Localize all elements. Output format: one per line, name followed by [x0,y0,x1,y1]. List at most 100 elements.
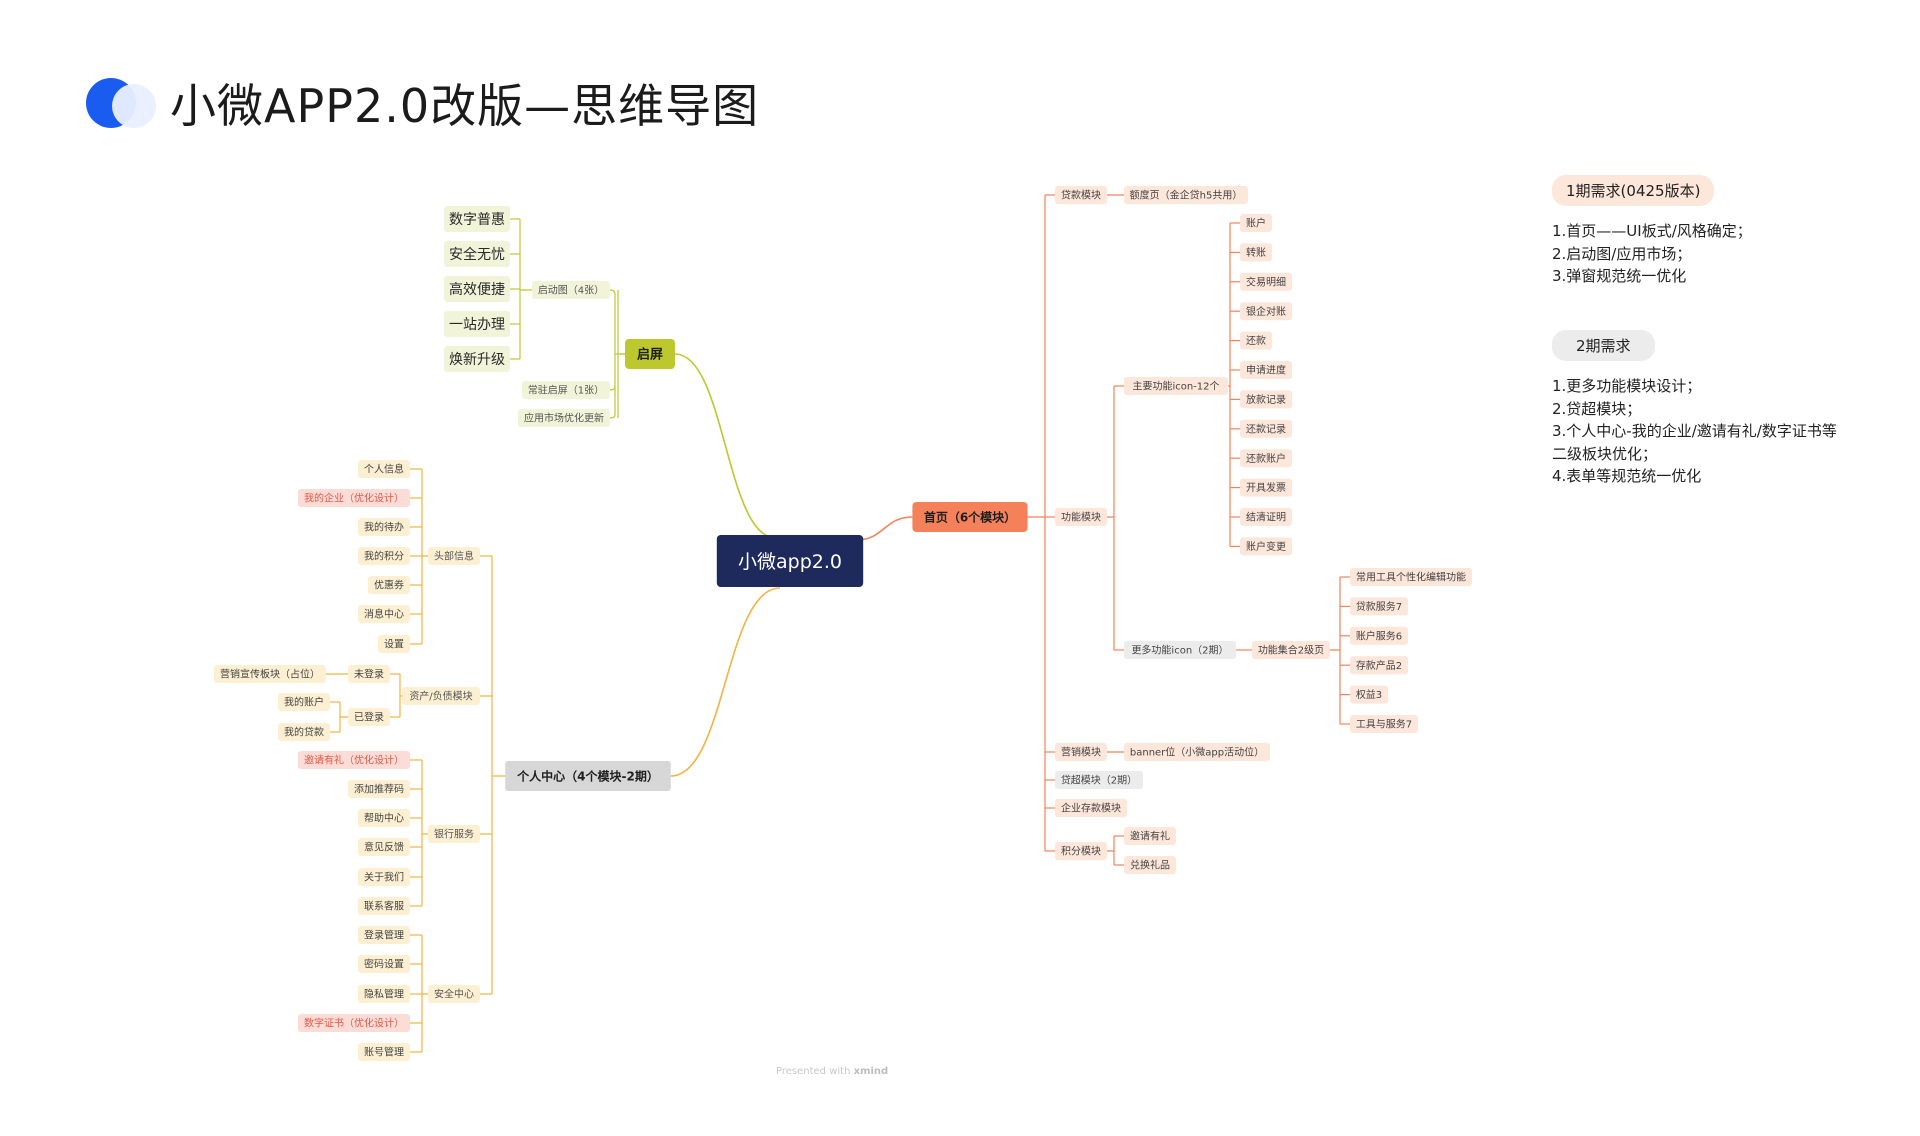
home-group: 贷超模块（2期） [1055,771,1143,789]
connector-line [421,760,428,906]
node-box [444,241,510,267]
personal-item: 个人信息 [358,460,410,478]
home-item: 放款记录 [1240,390,1292,409]
node-box [428,547,480,565]
startup-item: 焕新升级 [444,346,510,372]
app-logo-icon [86,78,156,130]
home-item: 账户服务6 [1350,626,1408,645]
node-label: 消息中心 [364,608,404,621]
node-label: 交易明细 [1246,275,1286,288]
home-item: 兑换礼品 [1124,856,1176,874]
personal-item: 数字证书（优化设计） [298,1014,410,1032]
home-item: 账户变更 [1240,537,1292,556]
node-box [532,281,610,299]
node-box [278,723,330,741]
personal-item: 我的企业（优化设计） [298,489,410,507]
node-box [1240,361,1292,379]
requirement-line: 2.启动图/应用市场； [1552,244,1692,263]
node-label: 优惠券 [374,579,404,592]
connector-line [421,469,428,644]
node-label: 申请进度 [1246,364,1286,377]
node-label: 头部信息 [434,550,474,563]
node-box [214,665,326,683]
node-box [1124,743,1270,761]
node-label: 账户变更 [1246,540,1286,553]
node-label: 我的积分 [364,550,404,563]
node-box [358,985,410,1003]
home-item: 银企对账 [1240,302,1292,321]
home-group: 企业存款模块 [1055,799,1127,817]
node-label: 兑换礼品 [1130,859,1170,872]
node-box [1055,771,1143,789]
node-label: 我的待办 [364,521,404,534]
node-label: 还款账户 [1246,452,1286,465]
node-box [1124,827,1176,845]
node-label: 额度页（金企贷h5共用） [1130,189,1243,202]
node-box [1240,508,1292,526]
node-box [358,518,410,536]
requirements-phase-1-tag: 1期需求(0425版本) [1552,175,1715,206]
node-label: 存款产品2 [1356,659,1402,672]
node-box [1124,377,1228,395]
branch-home: 首页（6个模块） [912,502,1028,532]
node-box [505,761,671,791]
node-label: 转账 [1246,246,1266,259]
node-label: banner位（小微app活动位） [1130,746,1264,759]
personal-subgroup: 已登录 [348,708,390,726]
personal-item: 优惠券 [368,576,410,594]
startup-group: 常驻启屏（1张） [522,381,610,399]
requirement-line: 4.表单等规范统一优化 [1552,467,1702,485]
personal-item: 添加推荐码 [348,780,410,798]
node-label: 关于我们 [364,871,404,884]
node-box [278,693,330,711]
node-label: 贷款模块 [1061,189,1101,202]
node-box [358,955,410,973]
node-box [1240,478,1292,497]
node-box [1240,243,1272,262]
home-item: 还款账户 [1240,449,1292,468]
node-label: 还款 [1246,334,1266,347]
node-box [368,576,410,594]
connector-line [421,935,428,1052]
node-box [716,535,864,587]
node-box [1055,842,1107,860]
node-box [428,825,480,843]
node-box [378,635,410,653]
node-box [348,665,390,683]
home-item: 额度页（金企贷h5共用） [1124,186,1248,204]
node-box [1055,186,1107,204]
node-label: 功能模块 [1061,511,1101,524]
home-item: 权益3 [1350,685,1388,704]
home-item: 还款记录 [1240,419,1292,438]
connector-root-home [855,516,913,541]
connector-line [491,556,506,994]
node-box [1240,390,1292,409]
node-label: 贷款服务7 [1356,600,1402,613]
personal-item: 帮助中心 [358,809,410,827]
home-item: 邀请有礼 [1124,827,1176,845]
node-box [298,751,410,769]
home-item: 交易明细 [1240,272,1292,291]
node-box [1350,568,1472,586]
node-label: 隐私管理 [364,988,404,1001]
personal-item: 我的贷款 [278,723,330,741]
startup-group: 应用市场优化更新 [518,409,610,427]
requirements-phase-1: 1期需求(0425版本) 1.首页——UI板式/风格确定；2.启动图/应用市场；… [1552,175,1752,288]
node-box [1240,331,1272,350]
node-box [1240,302,1292,321]
node-box [358,605,410,623]
node-label: 放款记录 [1246,393,1286,406]
connector-root-startup [674,353,777,539]
requirements-phase-2: 2期需求 1.更多功能模块设计；2.贷超模块；3.个人中心-我的企业/邀请有礼/… [1552,330,1837,488]
home-group: 功能模块 [1055,508,1107,526]
requirement-line: 1.更多功能模块设计； [1552,377,1702,395]
node-label: 添加推荐码 [354,783,404,796]
node-box [358,868,410,886]
home-subgroup: 功能集合2级页 [1252,641,1330,659]
node-label: 开具发票 [1246,481,1286,494]
node-label: 账户 [1246,217,1266,230]
personal-item: 我的待办 [358,518,410,536]
node-label: 意见反馈 [364,841,404,854]
home-item: 结清证明 [1240,508,1292,526]
